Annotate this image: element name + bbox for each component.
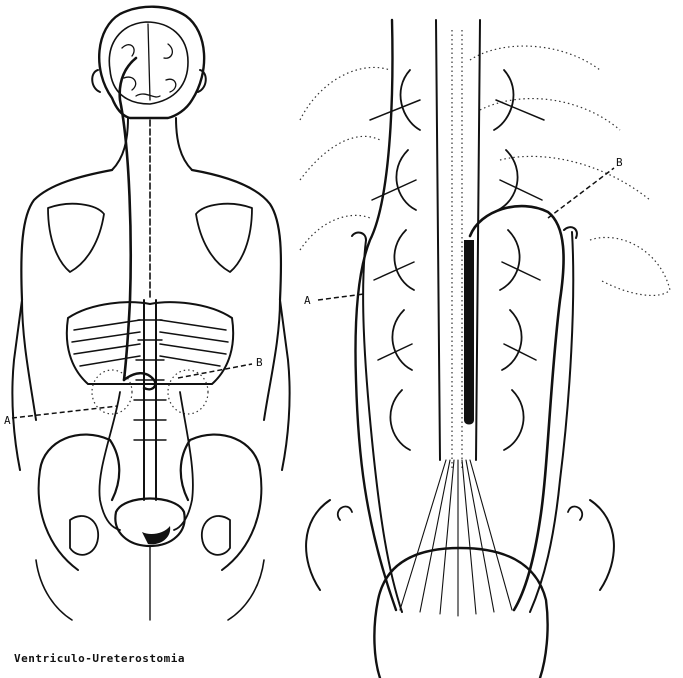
sacral-foramina xyxy=(338,507,582,520)
left-label-a: A xyxy=(4,414,11,427)
left-pointer-a xyxy=(12,406,118,418)
left-ear xyxy=(92,70,100,92)
left-pointer-b xyxy=(178,364,252,378)
left-label-b: B xyxy=(256,356,263,369)
sacral-wings xyxy=(306,500,614,590)
right-scapula xyxy=(196,204,252,272)
vertebrae xyxy=(134,320,166,440)
dotted-ribs xyxy=(300,46,670,295)
rib-cage xyxy=(67,302,233,384)
left-facets xyxy=(390,70,420,450)
right-ureter-right xyxy=(530,232,573,612)
right-ureter-left xyxy=(363,240,402,612)
left-body-figure xyxy=(12,7,289,620)
right-label-a: A xyxy=(304,294,311,307)
spinal-cord xyxy=(452,30,462,470)
ureter-cut-ends xyxy=(352,227,577,240)
shunt-catheter-end xyxy=(464,240,474,425)
shunt-catheter xyxy=(120,58,136,380)
bladder-fluid xyxy=(142,526,170,544)
right-catheter-left xyxy=(356,20,396,610)
figure-caption: Ventriculo-Ureterostomia xyxy=(14,652,185,665)
right-pointer-b xyxy=(548,168,614,218)
right-bladder xyxy=(374,548,547,678)
right-label-b: B xyxy=(616,156,623,169)
right-facets xyxy=(494,70,524,450)
shunt-catheter-tip xyxy=(124,373,155,389)
left-scapula xyxy=(48,204,104,272)
ribs xyxy=(72,320,228,366)
iliac-crests xyxy=(40,435,260,500)
shoulders xyxy=(21,170,281,300)
cauda-equina xyxy=(400,460,512,616)
right-spine-figure xyxy=(300,20,670,678)
